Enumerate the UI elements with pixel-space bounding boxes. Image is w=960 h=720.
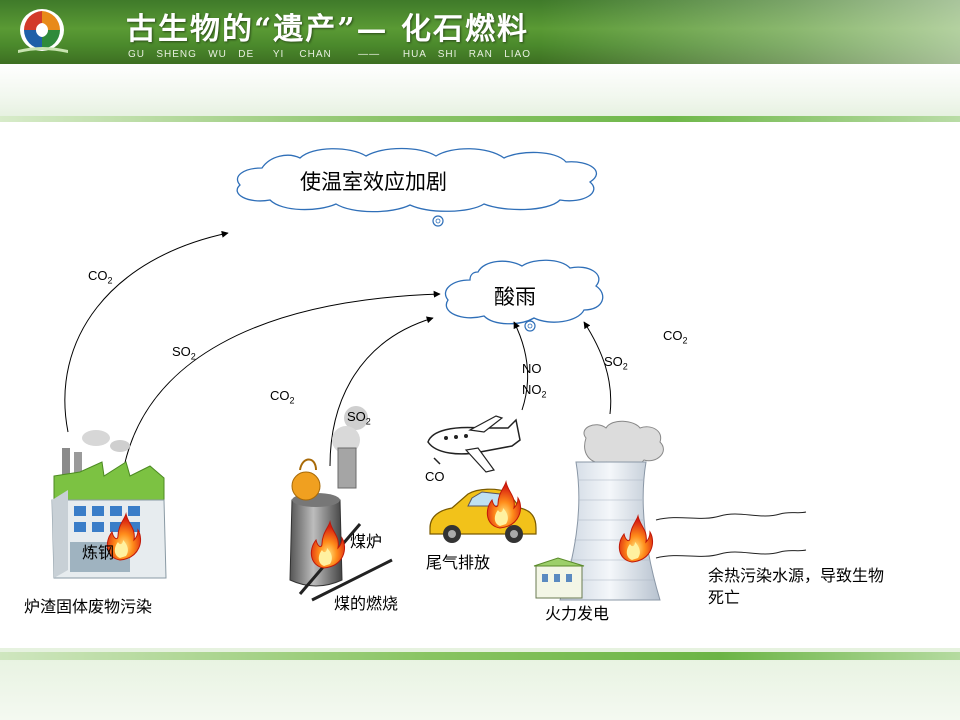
airplane-icon [428, 416, 520, 472]
gas-label-car-no2: NO2 [522, 382, 547, 400]
factory-caption: 炉渣固体废物污染 [24, 593, 152, 617]
arrow-factory-to-greenhouse [65, 233, 228, 432]
gas-label-plant-so2: SO2 [604, 354, 628, 372]
stove-sign-label: 煤炉 [350, 528, 382, 552]
gas-label-plant-co2: CO2 [663, 328, 688, 346]
power-plant-caption: 火力发电 [545, 600, 609, 624]
stove-caption: 煤的燃烧 [334, 590, 398, 614]
gas-label-factory-co2: CO2 [88, 268, 113, 286]
gas-label-stove-co2: CO2 [270, 388, 295, 406]
power-plant-icon [534, 421, 663, 600]
car-icon [430, 482, 536, 543]
gas-label-car-no: NO [522, 361, 542, 376]
water-line-2 [656, 550, 806, 558]
gas-label-factory-so2: SO2 [172, 344, 196, 362]
greenhouse-effect-label: 使温室效应加剧 [300, 166, 447, 196]
gas-label-car-co: CO [425, 469, 445, 484]
gas-label-stove-so2: SO2 [347, 409, 371, 427]
arrow-factory-to-acidrain [122, 294, 440, 478]
factory-sign-label: 炼钢 [82, 539, 114, 563]
car-caption: 尾气排放 [426, 549, 490, 573]
water-line-1 [656, 512, 806, 520]
stove-icon [290, 406, 392, 600]
acid-rain-label: 酸雨 [494, 281, 536, 311]
water-pollution-caption: 余热污染水源，导致生物死亡 [708, 565, 898, 609]
